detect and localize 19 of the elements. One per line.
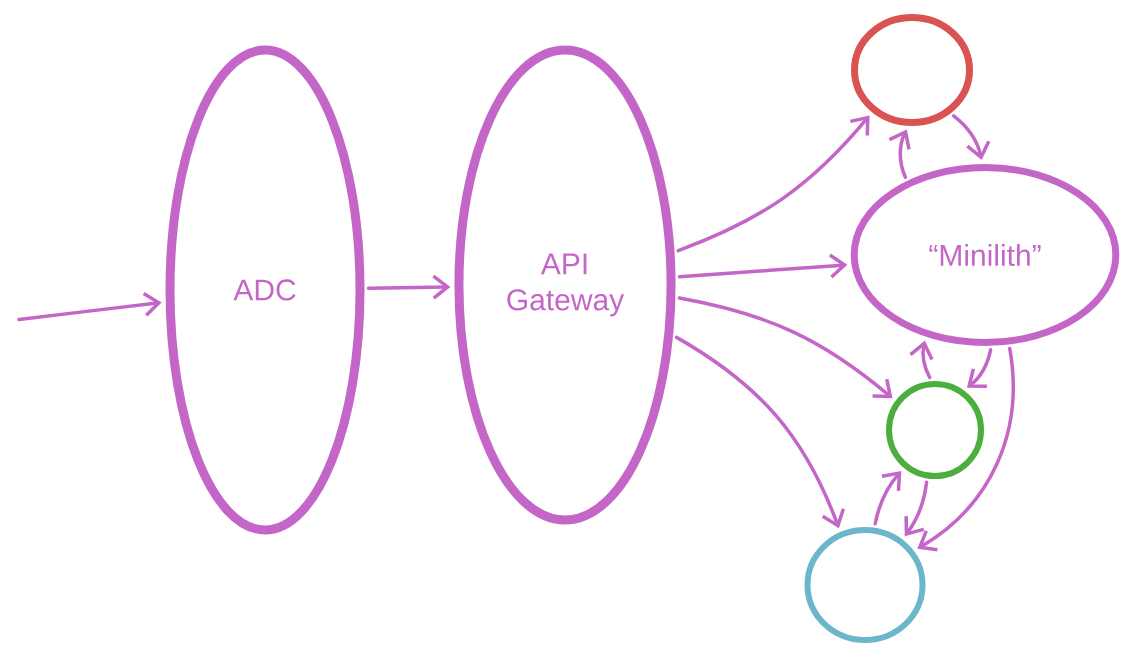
ellipse-node: ADC xyxy=(165,45,365,535)
arrow xyxy=(966,348,993,388)
arrow xyxy=(676,115,870,253)
ellipse-node: “Minilith” xyxy=(850,164,1120,346)
arrow xyxy=(873,470,902,526)
arrow xyxy=(888,129,911,180)
arrow xyxy=(366,274,451,300)
arrow xyxy=(17,292,162,322)
arrow xyxy=(677,296,893,399)
arrow xyxy=(674,335,846,529)
ellipse-node: API Gateway xyxy=(454,45,676,525)
arrow xyxy=(677,253,848,279)
circle-node xyxy=(804,527,926,643)
arrow xyxy=(904,480,929,537)
arrow xyxy=(917,346,1015,552)
arrow xyxy=(951,114,991,161)
circle-node xyxy=(851,14,973,126)
arrow xyxy=(909,340,934,380)
circle-node xyxy=(886,381,984,479)
